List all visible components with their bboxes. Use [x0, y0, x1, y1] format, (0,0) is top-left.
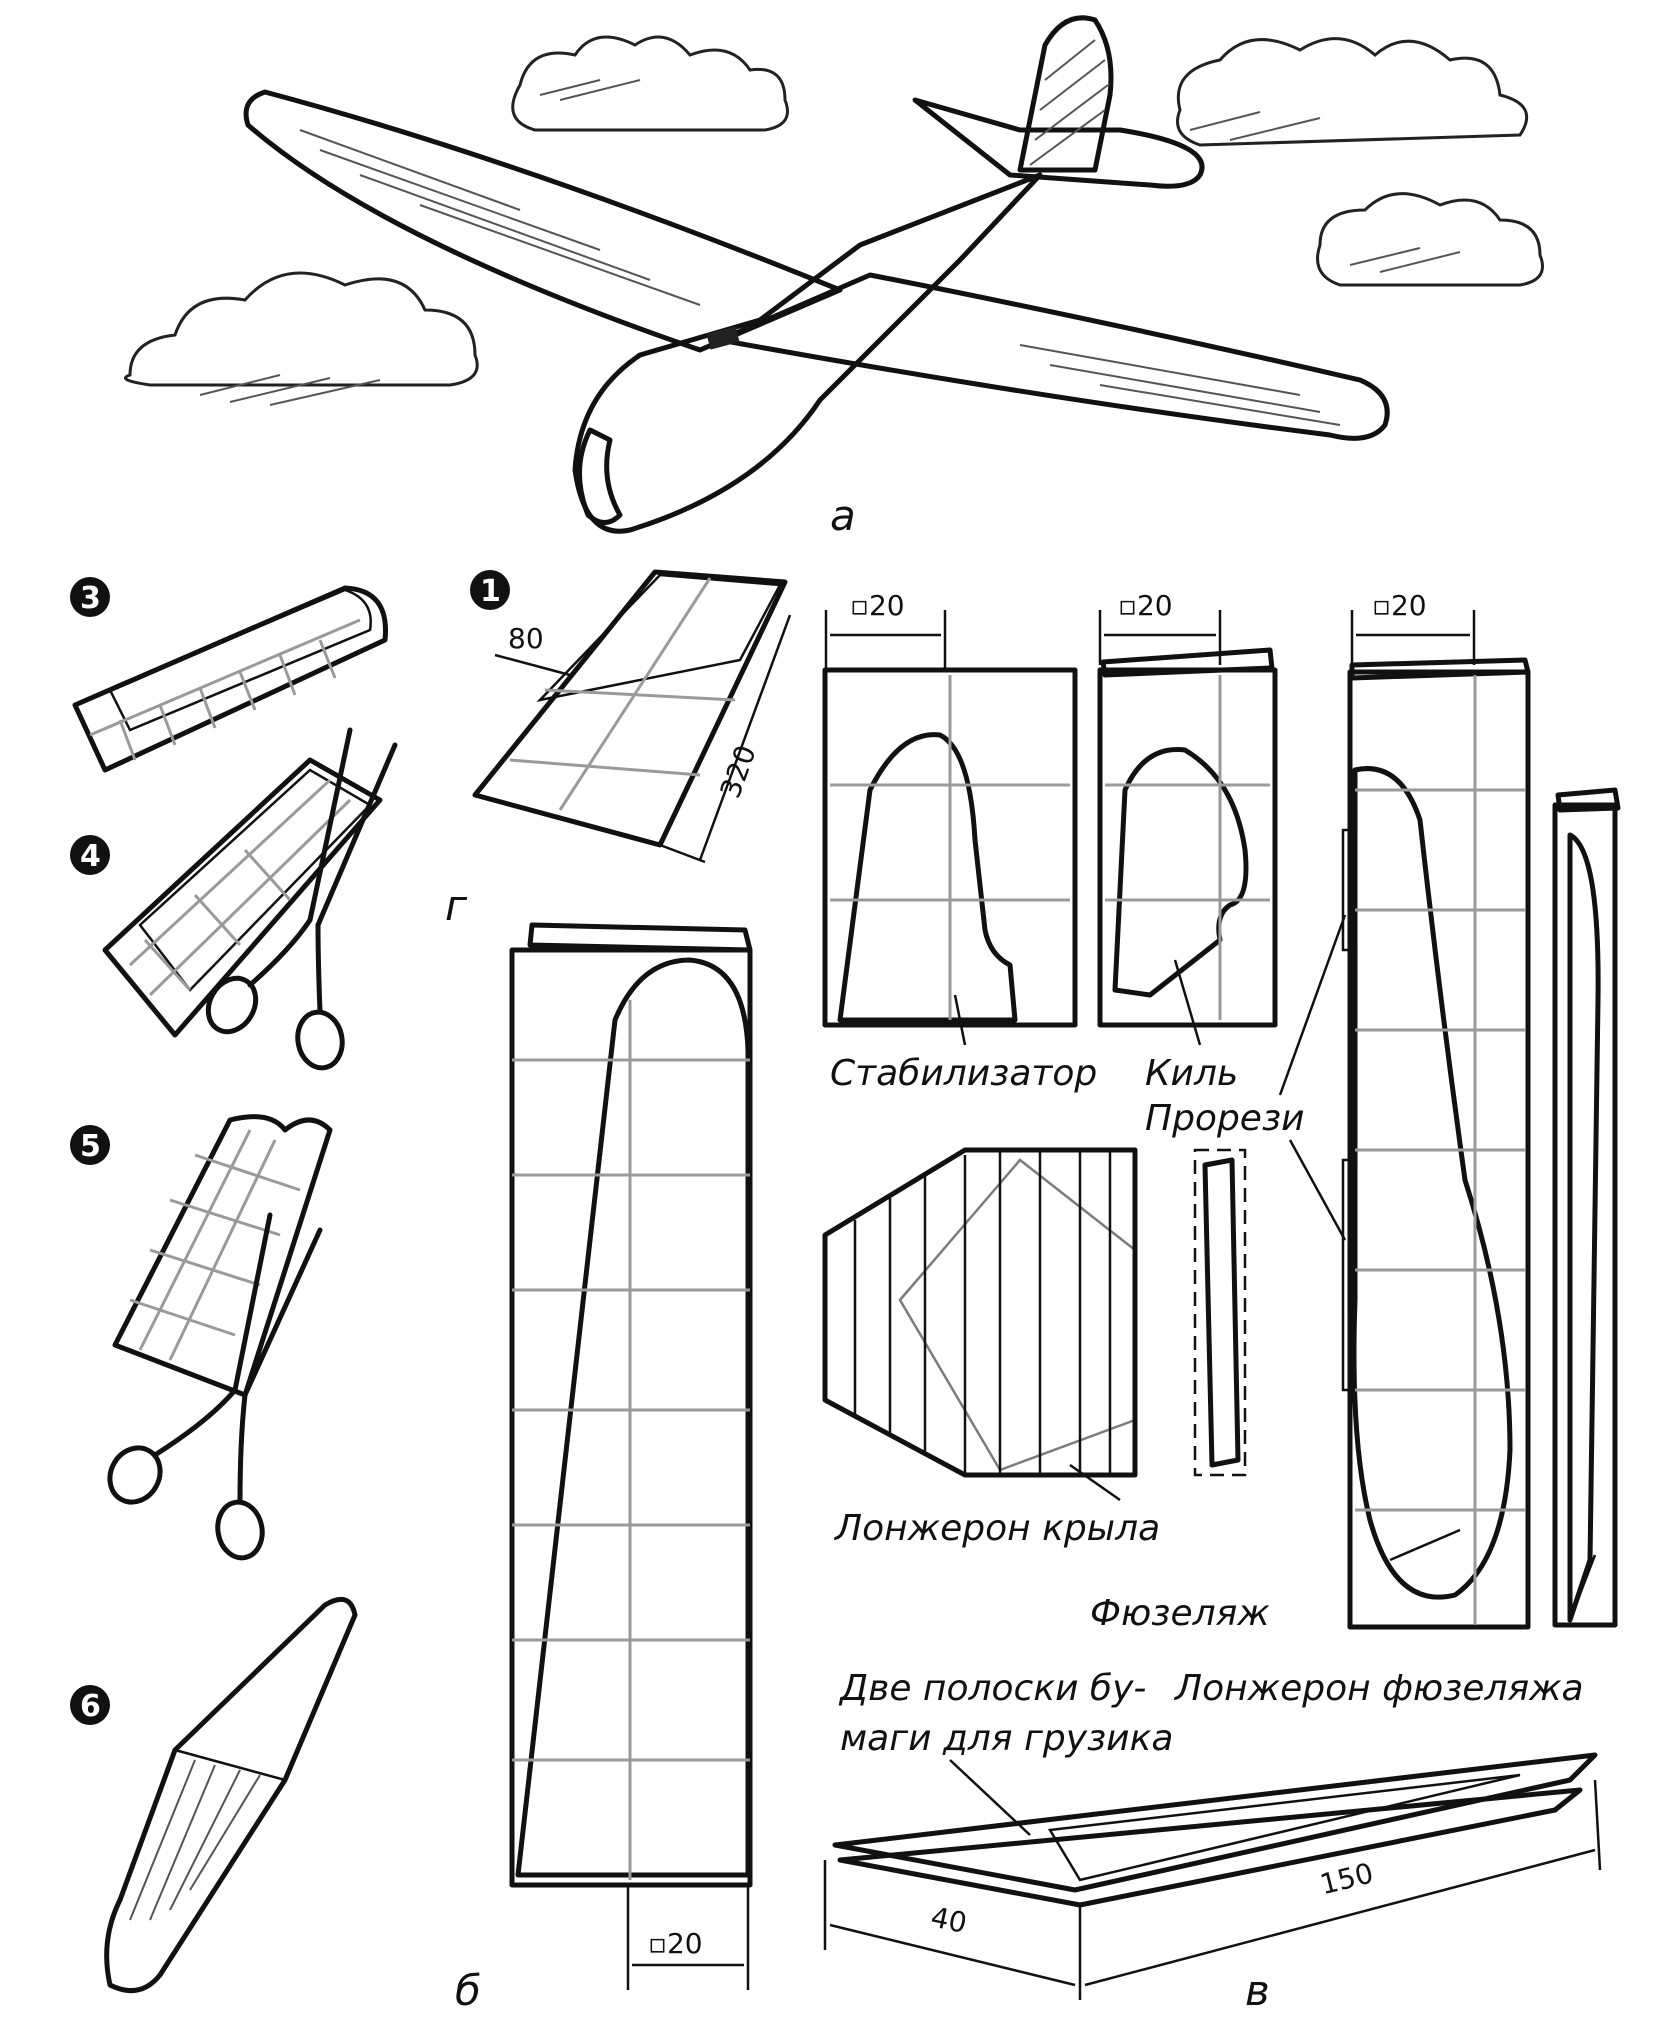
cloud-streaks	[199, 79, 1461, 406]
label-stabilizer: Стабилизатор	[830, 1053, 1097, 1094]
dim-wing-grid: ▫20	[648, 1927, 703, 1960]
wing-template-outline	[515, 957, 751, 1878]
cloud-right	[1316, 192, 1544, 287]
wing-spar-template	[822, 1147, 1138, 1502]
label-weight-strips-line1: Две полоски бу-	[838, 1668, 1146, 1709]
step-3-folded-sheet: 3	[70, 577, 388, 773]
fuselage-spar-outline	[1567, 832, 1601, 1623]
step-1-marker	[470, 570, 510, 610]
label-wing-spar: Лонжерон крыла	[833, 1508, 1160, 1549]
label-fuselage-spar: Лонжерон фюзеляжа	[1173, 1668, 1584, 1709]
figure-a-glider-in-flight: а	[124, 15, 1544, 540]
step-5-cut-sheet: 5	[70, 1114, 333, 1561]
dim-fuselage-grid: ▫20	[1372, 589, 1427, 622]
cloud-left	[124, 271, 479, 387]
step-5-marker	[70, 1125, 110, 1165]
dim-stabilizer-grid: ▫20	[850, 589, 905, 622]
wing-streaks	[299, 129, 1341, 426]
dim-fin-grid: ▫20	[1118, 589, 1173, 622]
dim-strip-width: 40	[928, 1900, 970, 1940]
fin-template: ▫20	[1097, 589, 1278, 1028]
figure-a-label: а	[830, 491, 856, 540]
figure-g-label: г	[445, 881, 468, 930]
spar-strip	[1193, 1148, 1247, 1477]
scissors-icon	[107, 1212, 323, 1561]
step-4-marker	[70, 835, 110, 875]
figure-v-weight-strips: Две полоски бу- маги для грузика 40 150 …	[823, 1668, 1602, 2015]
cloud-top-right	[1176, 37, 1529, 147]
figure-v-label: в	[1245, 1966, 1270, 2015]
fin-outline	[1112, 747, 1249, 998]
dim-wing-length: 320	[714, 741, 763, 803]
step-6-number: 6	[80, 1689, 101, 1724]
dim-wing-root: 80	[508, 622, 544, 655]
fin-hatch	[1029, 39, 1109, 166]
step-4-number: 4	[80, 839, 101, 874]
fuselage-outline	[1351, 766, 1513, 1600]
fuselage-spar-template	[1552, 787, 1621, 1628]
wing-clip	[706, 326, 740, 350]
figure-b-label: б	[455, 1966, 481, 2015]
fuselage-nose-fold	[577, 427, 623, 525]
step-5-number: 5	[80, 1129, 101, 1164]
label-fuselage: Фюзеляж	[1090, 1593, 1270, 1634]
fuselage-template: ▫20	[1341, 589, 1531, 1630]
figure-g-wing-sheet: 1 80 320 г	[445, 569, 792, 930]
scissors-icon	[205, 727, 398, 1071]
figure-b-wing-template: ▫20 б	[455, 922, 753, 2015]
fuselage-body	[572, 172, 1043, 534]
label-slots: Прорези	[1145, 1098, 1305, 1139]
step-6-fuselage-blank: 6	[70, 1596, 358, 1994]
step-3-number: 3	[80, 581, 101, 616]
step-3-marker	[70, 577, 110, 617]
tail-fin	[1017, 15, 1114, 173]
right-wing	[717, 272, 1390, 441]
left-wing	[243, 89, 843, 353]
label-weight-strips-line2: маги для грузика	[840, 1718, 1173, 1759]
step-1-number: 1	[480, 574, 501, 609]
dim-strip-length: 150	[1317, 1856, 1377, 1901]
step-4-cutting: 4	[70, 727, 398, 1071]
tail-stabilizer	[912, 97, 1205, 189]
cloud-top-left	[511, 35, 789, 132]
step-6-marker	[70, 1685, 110, 1725]
stabilizer-outline	[837, 732, 1018, 1023]
stabilizer-template: ▫20	[822, 589, 1078, 1028]
label-fin: Киль	[1145, 1053, 1238, 1094]
